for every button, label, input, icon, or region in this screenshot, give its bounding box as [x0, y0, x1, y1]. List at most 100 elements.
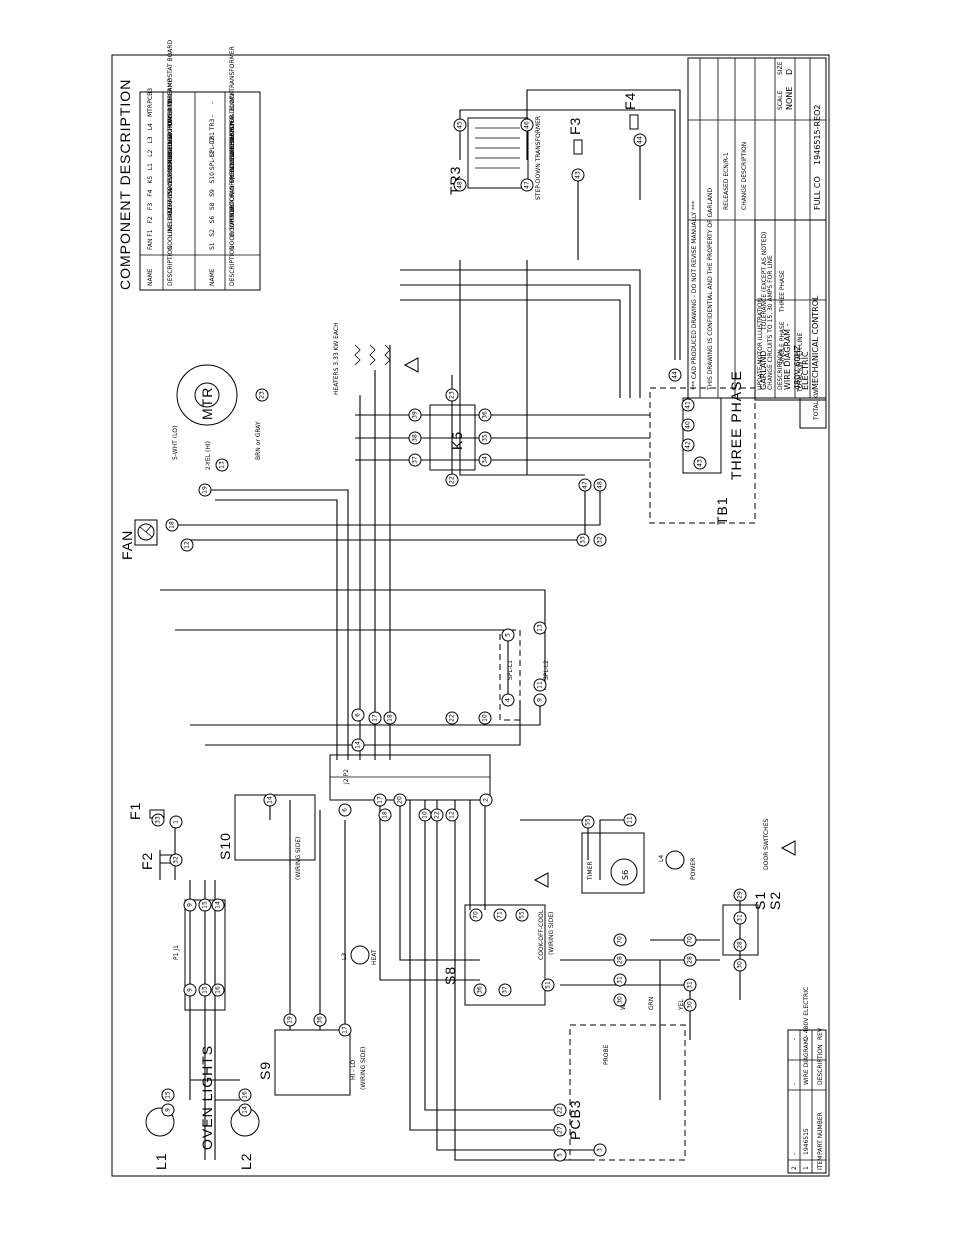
wire-number: 9 — [187, 903, 194, 907]
motor: MTR 5-WHT (LO) 2-YEL (HI) BRN or GRAY — [172, 364, 262, 470]
component-table-cell: TRANSFORMER FUSE — [167, 134, 174, 198]
wire-number: 28 — [737, 941, 744, 949]
component-table-cell: TR3 — [209, 118, 216, 131]
l2-label: L2 — [238, 1152, 254, 1170]
tr3-description: STEP-DOWN TRANSFORMER — [535, 116, 542, 200]
terminal-circle — [169, 853, 183, 867]
component-table-cell: - — [229, 115, 236, 117]
spl1-label: SPL-L1 — [507, 660, 514, 680]
wire-number: 15 — [202, 901, 209, 909]
terminal-circle — [683, 998, 697, 1012]
terminal-circle — [668, 368, 682, 382]
s6-label: S6 — [621, 870, 630, 880]
wire-number: 36 — [482, 411, 489, 419]
size-value: D — [785, 69, 794, 75]
terminal-circle — [351, 708, 365, 722]
motor-label: MTR — [199, 387, 215, 420]
description-line4: MECHANICAL CONTROL — [811, 295, 820, 390]
pcb3-label: PCB3 — [567, 1099, 583, 1140]
terminal-circle — [633, 133, 647, 147]
pcb3-board: PCB3 PROBE WHT GRN YEL — [567, 996, 686, 1161]
wire-number: 29 — [737, 891, 744, 899]
terminal-circle — [198, 898, 212, 912]
wire-number: 51 — [545, 981, 552, 989]
tb1-label: TB1 — [714, 496, 730, 525]
wire-number: 17 — [342, 1026, 349, 1034]
wire-number: 18 — [382, 811, 389, 819]
terminal-circle — [408, 408, 422, 422]
released-note: RELEASED ECN/R-1 — [723, 152, 730, 210]
terminal-circle — [478, 408, 492, 422]
parts-list-header: DESCRIPTION — [817, 1044, 824, 1085]
terminal-circle — [255, 388, 269, 402]
wire-number: 41 — [685, 401, 692, 409]
scale-label: SCALE — [777, 91, 784, 110]
terminal-circle — [478, 431, 492, 445]
terminal-circle — [683, 953, 697, 967]
terminal-circle — [263, 793, 277, 807]
f3-label: F3 — [567, 117, 583, 135]
terminal-circle — [553, 1103, 567, 1117]
parts-list-cell: WIRE DIAGRAM - 480V ELECTRIC — [803, 987, 810, 1085]
terminal-circle — [378, 808, 392, 822]
component-table-cell: - — [229, 102, 236, 104]
wire-number: 16 — [242, 1091, 249, 1099]
parts-list-cell: 1946515 — [803, 1128, 810, 1155]
l1-label: L1 — [153, 1152, 169, 1170]
terminal-circle — [161, 1088, 175, 1102]
wire-number: 30 — [737, 961, 744, 969]
component-table-cell: FAN SPEED SWITCH — [229, 138, 236, 196]
wire-number: 18 — [387, 714, 394, 722]
component-table-header: DESCRIPTION — [167, 245, 174, 286]
fan-label: FAN — [119, 530, 135, 560]
wire-number: 46 — [524, 121, 531, 129]
terminal-circle — [351, 738, 365, 752]
component-table-cell: F1 — [147, 229, 154, 236]
l3-heat-label: HEAT — [371, 949, 378, 965]
parts-list-header: ITEM — [817, 1156, 824, 1170]
component-table-cell: TIMER — [229, 205, 236, 225]
s10-label: S10 — [217, 832, 233, 860]
terminal-circle — [501, 628, 515, 642]
terminal-circle — [571, 168, 585, 182]
confidential-note: THIS DRAWING IS CONFIDENTIAL AND THE PRO… — [707, 188, 714, 391]
drawing-number: 1946515-REO2 — [813, 104, 822, 165]
terminal-circle — [445, 388, 459, 402]
wire-number: 70 — [473, 911, 480, 919]
j2p2-label: J2 P2 — [343, 769, 350, 785]
component-table-cell: HEAT ON LAMP — [167, 98, 174, 143]
component-table-cell: S6 — [209, 216, 216, 224]
terminal-circle — [445, 473, 459, 487]
description-label: DESCRIPTION — [777, 349, 784, 390]
f4-label: F4 — [622, 92, 638, 110]
terminal-circle — [445, 711, 459, 725]
wire-number: 9 — [165, 1108, 172, 1112]
tolerance-note: TOLERANCE (EXCEPT AS NOTED) — [761, 232, 768, 331]
terminal-circle — [593, 533, 607, 547]
motor-yel-hi: 2-YEL (HI) — [205, 441, 212, 470]
heaters-label: HEATERS 3.33 KW EACH — [333, 322, 340, 395]
terminal-circle — [733, 911, 747, 925]
terminal-circle — [373, 793, 387, 807]
pcb-grn: GRN — [648, 997, 655, 1010]
wire-number: 32 — [173, 856, 180, 864]
three-phase-header: THREE PHASE — [779, 270, 786, 313]
component-table-cell: FAN — [147, 239, 154, 251]
component-table-cell: POWER ON LAMP — [167, 78, 174, 130]
wire-number: 14 — [267, 796, 274, 804]
parts-list-header: PART NUMBER — [817, 1112, 824, 1155]
wire-number: 33 — [155, 816, 162, 824]
terminal-circle — [338, 1023, 352, 1037]
terminal-circle — [368, 711, 382, 725]
component-table-cell: S10 — [209, 172, 216, 184]
component-table-frame — [139, 91, 261, 291]
component-table-cell: COOK/OFF/COOL SWITCH — [229, 134, 236, 210]
k5-contactor: K5 — [429, 404, 476, 471]
terminal-circle — [683, 933, 697, 947]
l3-heat-lamp: L3 HEAT — [341, 945, 378, 965]
wire-number: 10 — [422, 811, 429, 819]
wire-number: 13 — [219, 461, 226, 469]
